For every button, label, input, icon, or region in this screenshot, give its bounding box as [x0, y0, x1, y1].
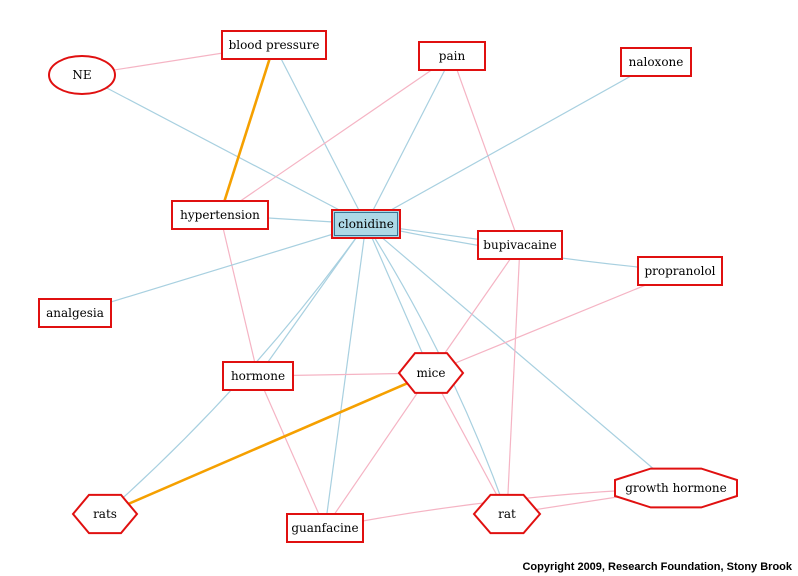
node-pain[interactable]: pain — [418, 41, 486, 71]
node-shape — [222, 361, 294, 391]
node-label: rats — [93, 507, 117, 521]
node-shape — [614, 467, 738, 509]
edge-naloxone-clonidine — [365, 61, 657, 225]
node-shape — [221, 30, 327, 60]
node-shape — [620, 47, 692, 77]
node-label: rat — [498, 507, 516, 521]
node-ne[interactable]: NE — [48, 55, 116, 95]
node-analgesia[interactable]: analgesia — [38, 298, 112, 328]
node-growth-hormone[interactable]: growth hormone — [614, 467, 738, 509]
edge-mice-rats — [104, 371, 432, 516]
node-shape — [331, 209, 401, 239]
node-propranolol[interactable]: propranolol — [637, 256, 723, 286]
node-label: clonidine — [338, 217, 394, 231]
node-shape — [38, 298, 112, 328]
node-shape — [71, 493, 139, 535]
edge-ne-clonidine — [81, 74, 367, 225]
node-label: pain — [439, 49, 466, 63]
node-label: mice — [416, 366, 445, 380]
edge-propranolol-mice — [430, 270, 681, 374]
node-naloxone[interactable]: naloxone — [620, 47, 692, 77]
node-clonidine[interactable]: clonidine — [331, 209, 401, 239]
node-highlight-border — [334, 212, 398, 236]
edge-pain-clonidine — [365, 55, 453, 225]
edge-clonidine-analgesia — [74, 223, 367, 314]
edge-pain-hypertension — [219, 55, 453, 216]
edge-blood-pressure-hypertension — [218, 44, 276, 216]
node-label: naloxone — [629, 55, 684, 69]
node-label: propranolol — [644, 264, 715, 278]
node-label: growth hormone — [625, 481, 726, 495]
copyright-notice: Copyright 2009, Research Foundation, Sto… — [522, 561, 792, 573]
edge-layer — [74, 44, 681, 529]
node-shape — [472, 493, 542, 535]
node-guanfacine[interactable]: guanfacine — [286, 513, 364, 543]
node-bupivacaine[interactable]: bupivacaine — [477, 230, 563, 260]
edge-hypertension-hormone — [219, 214, 259, 377]
node-hormone[interactable]: hormone — [222, 361, 294, 391]
node-shape — [171, 200, 269, 230]
node-label: guanfacine — [291, 521, 358, 535]
edge-clonidine-growth-hormone — [365, 223, 677, 489]
node-mice[interactable]: mice — [397, 352, 465, 394]
node-rat[interactable]: rat — [472, 493, 542, 535]
node-shape — [637, 256, 723, 286]
edge-pain-bupivacaine — [451, 55, 521, 246]
node-label: analgesia — [46, 306, 104, 320]
edge-bupivacaine-rat — [506, 244, 521, 515]
edge-clonidine-guanfacine — [324, 223, 367, 529]
node-label: blood pressure — [229, 38, 320, 52]
node-blood-pressure[interactable]: blood pressure — [221, 30, 327, 60]
node-rats[interactable]: rats — [71, 493, 139, 535]
node-shape — [418, 41, 486, 71]
node-shape — [477, 230, 563, 260]
node-shape — [48, 55, 116, 95]
edge-mice-guanfacine — [324, 372, 432, 529]
edge-blood-pressure-clonidine — [273, 44, 367, 225]
edge-mice-rat — [430, 372, 508, 515]
edge-clonidine-mice — [365, 223, 432, 374]
node-label: hormone — [231, 369, 285, 383]
node-shape — [397, 352, 465, 394]
node-label: bupivacaine — [483, 238, 556, 252]
node-hypertension[interactable]: hypertension — [171, 200, 269, 230]
edge-bupivacaine-mice — [430, 244, 521, 374]
node-label: NE — [72, 68, 91, 82]
edge-hormone-guanfacine — [257, 375, 326, 529]
node-label: hypertension — [180, 208, 260, 222]
node-shape — [286, 513, 364, 543]
